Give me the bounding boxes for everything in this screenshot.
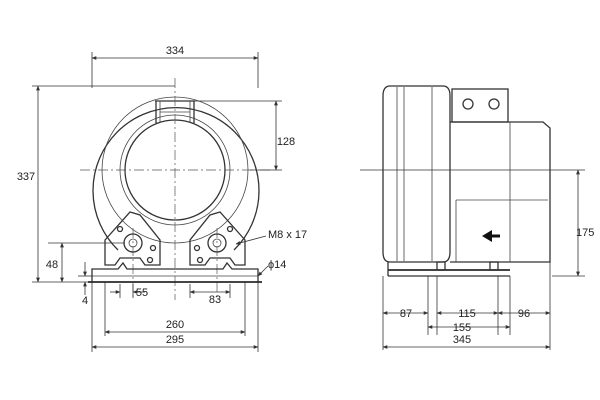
side-view: 175 87 115 96 155 bbox=[360, 85, 594, 350]
dim-outlet-label: 128 bbox=[277, 136, 295, 148]
hole-callout: ϕ14 bbox=[257, 259, 286, 277]
dim-foot-span-label: 115 bbox=[458, 308, 476, 320]
outlet-port bbox=[155, 100, 195, 123]
dim-foot-4: 4 bbox=[78, 262, 92, 307]
terminal-box bbox=[451, 88, 509, 123]
dim-bolt-left-label: 55 bbox=[136, 287, 148, 299]
dim-bolt-83: 83 bbox=[189, 284, 231, 306]
dim-right-96: 96 bbox=[497, 262, 551, 350]
dim-left-offset-label: 87 bbox=[400, 308, 412, 320]
dim-foot-thickness-label: 4 bbox=[82, 295, 88, 307]
hole-dia-label: ϕ14 bbox=[268, 259, 286, 271]
dim-overall-length-label: 345 bbox=[453, 334, 471, 346]
dim-foot-155: 155 bbox=[427, 276, 511, 335]
side-base bbox=[387, 261, 510, 277]
dim-base-295: 295 bbox=[91, 282, 259, 352]
dim-base-width-label: 295 bbox=[166, 334, 184, 346]
dim-bolt-260: 260 bbox=[104, 282, 246, 336]
dim-shaft-height-label: 175 bbox=[576, 227, 594, 239]
dim-shaft-175: 175 bbox=[360, 169, 594, 277]
dim-overall-345: 345 bbox=[382, 334, 551, 349]
dim-height-label: 337 bbox=[17, 171, 35, 183]
dim-width-334: 334 bbox=[91, 45, 259, 88]
dim-foot-height-label: 48 bbox=[46, 259, 58, 271]
dim-bolt-55: 55 bbox=[110, 284, 148, 299]
dim-right-offset-label: 96 bbox=[518, 308, 530, 320]
center-lines bbox=[80, 78, 270, 300]
dim-left-87: 87 bbox=[382, 276, 429, 350]
left-bracket bbox=[104, 211, 161, 266]
front-base bbox=[88, 261, 262, 283]
dim-width-label: 334 bbox=[166, 45, 184, 57]
right-bracket bbox=[189, 211, 246, 266]
dim-foot-48: 48 bbox=[46, 242, 125, 283]
dim-foot-115: 115 bbox=[436, 276, 499, 335]
thread-label: M8 x 17 bbox=[268, 229, 307, 241]
side-housing bbox=[382, 85, 451, 263]
dim-height-337: 337 bbox=[17, 85, 175, 283]
dim-outlet-128: 128 bbox=[195, 100, 295, 171]
front-view: 334 337 128 48 4 bbox=[17, 45, 307, 352]
dim-foot-outer-label: 155 bbox=[453, 322, 471, 334]
arrow-left-icon bbox=[482, 230, 500, 242]
dim-bolt-spacing-label: 260 bbox=[166, 319, 184, 331]
thread-callout: M8 x 17 bbox=[235, 229, 307, 245]
motor-body bbox=[450, 121, 551, 263]
dim-bolt-right-label: 83 bbox=[209, 294, 221, 306]
